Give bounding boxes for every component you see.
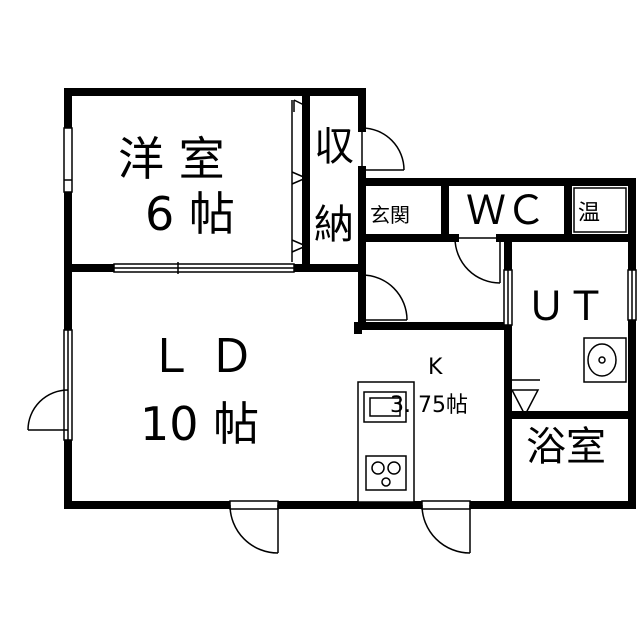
kitchen-name: K: [428, 355, 443, 380]
water-heater-icon: [573, 187, 627, 233]
stove-icon: [365, 455, 407, 491]
ld-size: 10 帖: [140, 397, 259, 451]
western-room-size: 6 帖: [145, 187, 235, 241]
doors: [27, 127, 540, 554]
ld-name: Ｌ Ｄ: [148, 329, 255, 383]
water-heater-label: 温: [578, 201, 600, 226]
storage-label-1: 収: [314, 124, 354, 170]
storage-label-2: 納: [314, 202, 354, 248]
fixtures: [291, 99, 627, 503]
entrance-label: 玄関: [370, 203, 410, 227]
ut-label: ＵＴ: [526, 284, 606, 330]
windows: [63, 127, 637, 441]
bath-label: 浴室: [526, 424, 606, 470]
western-room-name: 洋 室: [118, 132, 225, 186]
room-labels: 洋 室 6 帖 収 納 玄関 ＷＣ 温 ＵＴ Ｌ Ｄ 10 帖 K 3. 75帖…: [118, 124, 606, 470]
wc-label: ＷＣ: [466, 188, 546, 234]
walls: [64, 88, 636, 509]
sink-icon: [363, 391, 407, 423]
kitchen-size: 3. 75帖: [390, 393, 468, 418]
